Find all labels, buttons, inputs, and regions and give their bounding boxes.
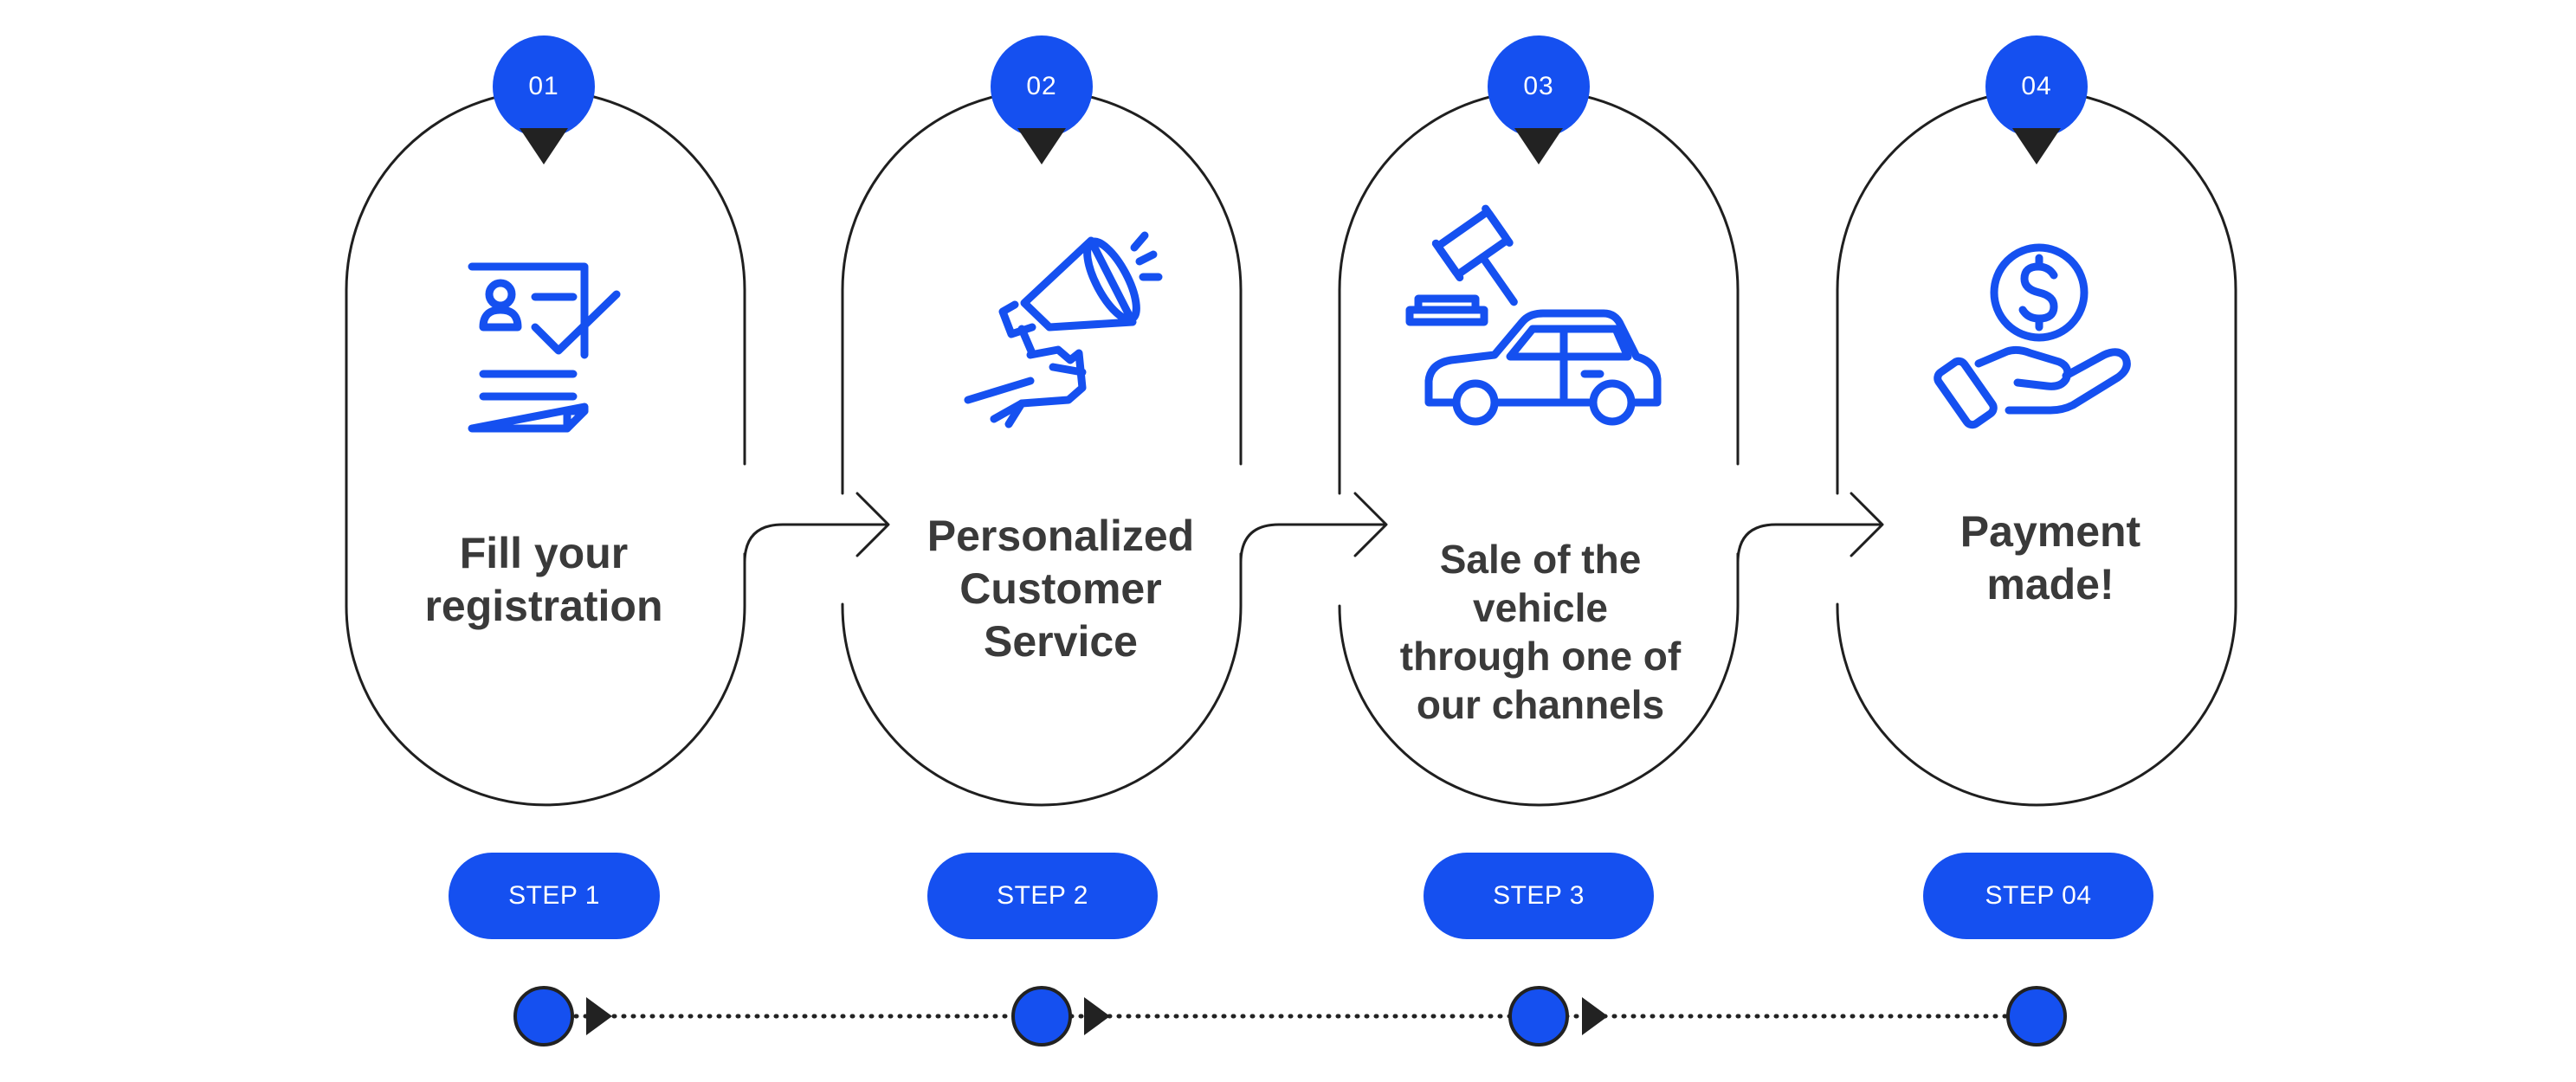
capsule-outline-3-bottom	[1338, 552, 1740, 807]
step-title-4: Payment made!	[1959, 507, 2141, 609]
capsule-outline-2-bottom	[841, 552, 1243, 807]
step-title-3: Sale of the vehicle through one of our c…	[1399, 536, 1682, 728]
auction-gavel-car-icon	[1405, 204, 1662, 426]
step-pills	[449, 853, 2153, 939]
progress-timeline	[513, 986, 2067, 1047]
step-title-2: Personalized Customer Service	[926, 511, 1195, 666]
step-pill-bg-2	[927, 853, 1158, 939]
timeline-node-3	[1508, 986, 1569, 1047]
dollar-coin-hand-icon	[1934, 243, 2131, 429]
step-pill-bg-1	[449, 853, 660, 939]
timeline-arrowhead-1	[586, 997, 612, 1035]
megaphone-hand-icon	[964, 231, 1163, 428]
timeline-arrowhead-3	[1582, 997, 1608, 1035]
registration-form-check-icon	[468, 262, 621, 433]
number-bubble-4	[1985, 35, 2088, 164]
connector-arrow-2	[1239, 523, 1387, 564]
step-pill-label-1: STEP 1	[508, 881, 600, 910]
number-bubbles	[493, 35, 2088, 164]
step-pill-label-4: STEP 04	[1985, 881, 2092, 910]
timeline-node-4	[2006, 986, 2067, 1047]
connector-arrowhead-2	[1353, 492, 1388, 557]
step-pill-bg-3	[1424, 853, 1654, 939]
connector-arrow-1	[743, 523, 889, 564]
step-pill-label-2: STEP 2	[997, 881, 1088, 910]
step-number-3: 03	[1523, 72, 1554, 100]
number-bubble-1	[493, 35, 595, 164]
step-pill-bg-4	[1923, 853, 2153, 939]
step-number-2: 02	[1026, 72, 1057, 100]
step-number-4: 04	[2021, 72, 2052, 100]
timeline-node-2	[1011, 986, 1072, 1047]
connector-arrow-3	[1736, 523, 1883, 564]
number-bubble-3	[1488, 35, 1590, 164]
number-bubble-2	[991, 35, 1093, 164]
connector-arrowhead-3	[1850, 492, 1884, 557]
step-title-1: Fill your registration	[424, 529, 663, 630]
step-pill-label-3: STEP 3	[1493, 881, 1585, 910]
timeline-arrowhead-2	[1084, 997, 1110, 1035]
timeline-node-1	[513, 986, 574, 1047]
step-number-1: 01	[528, 72, 559, 100]
capsule-outline-4	[1836, 89, 2237, 807]
capsule-outline-1	[345, 89, 746, 807]
connector-arrowhead-1	[855, 492, 890, 557]
